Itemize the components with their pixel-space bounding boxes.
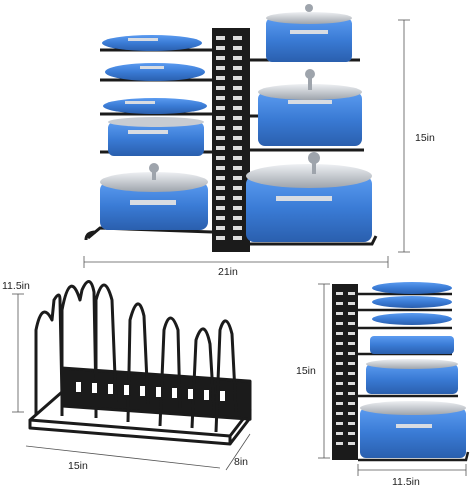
bottom-left-slots	[76, 382, 225, 401]
top-width-label: 21in	[218, 266, 238, 278]
bottom-left-organizer	[28, 280, 252, 446]
right-height-label: 15in	[296, 365, 316, 377]
bottom-right-rack	[332, 282, 470, 462]
top-rack-center-panel	[212, 28, 250, 252]
top-right-pots	[246, 4, 372, 242]
bottom-left-dimension-lines	[12, 293, 251, 471]
top-dimension-lines	[83, 19, 410, 268]
top-left-pans	[100, 35, 208, 230]
bottom-right-dimension-lines	[318, 283, 467, 476]
left-height-label: 11.5in	[2, 280, 30, 292]
right-width-label: 11.5in	[392, 476, 420, 488]
left-width-label: 15in	[68, 460, 88, 472]
left-depth-label: 8in	[234, 456, 249, 468]
top-height-label: 15in	[415, 132, 435, 144]
